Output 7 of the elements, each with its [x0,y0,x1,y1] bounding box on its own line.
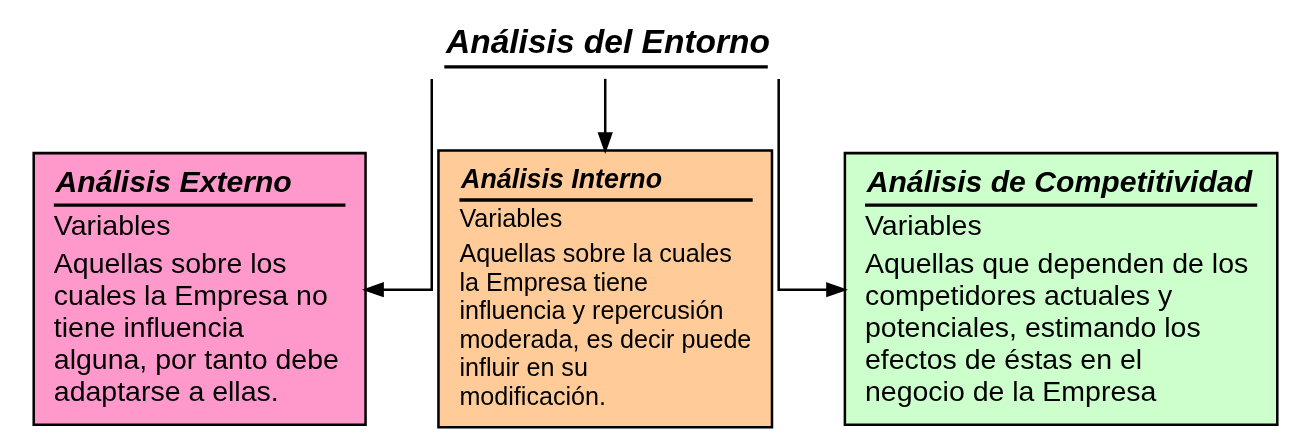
arrow [597,78,613,155]
node-box: Análisis Interno Variables Aquellas sobre la cuales la Empresa tiene influencia y repercusión moderada, es decir puede influir en su modificación. [436,149,773,429]
arrow [776,78,848,298]
node-box: Análisis Externo Variables Aquellas sobre los cuales la Empresa no tiene influencia alguna, por tanto debe adaptarse a ellas. [31,151,367,426]
node-box: Análisis de Competitividad Variables Aquellas que dependen de los competidores actuales y potenciales, estimando los efectos de éstas en el negocio de la Empresa [843,151,1279,426]
node-text: Análisis del Entorno [445,23,770,61]
arrow [361,78,433,298]
